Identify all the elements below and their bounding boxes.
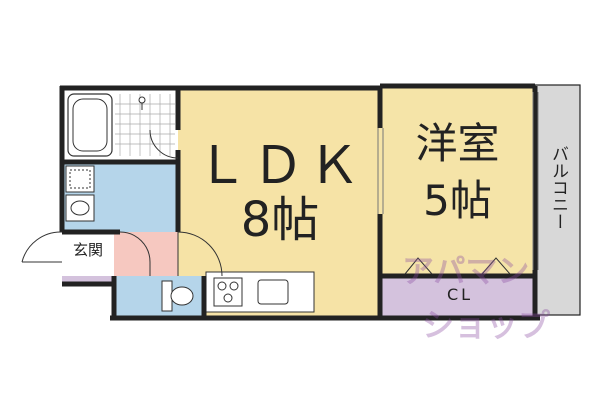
bath-door bbox=[149, 129, 179, 159]
entrance-step bbox=[62, 276, 114, 286]
western-room-size: 5帖 bbox=[423, 176, 492, 225]
closet-floor bbox=[380, 276, 535, 316]
washing-machine-icon bbox=[65, 165, 95, 193]
closet-doors bbox=[404, 257, 511, 275]
entrance-label: 玄関 bbox=[72, 241, 103, 259]
ldk-door bbox=[177, 231, 223, 277]
stove-icon bbox=[213, 277, 243, 307]
bathtub-icon bbox=[67, 93, 113, 157]
entrance-door bbox=[21, 231, 63, 263]
toilet-icon bbox=[161, 280, 194, 312]
sink-icon bbox=[65, 194, 95, 222]
toilet-door bbox=[119, 231, 151, 276]
hall-floor bbox=[114, 232, 178, 276]
window-sash bbox=[532, 92, 539, 270]
closet-label: CL bbox=[446, 285, 474, 304]
balcony-area bbox=[534, 84, 581, 316]
western-room-name: 洋室 bbox=[415, 119, 500, 168]
shower-icon bbox=[138, 96, 146, 110]
western-room-floor bbox=[380, 88, 535, 276]
ldk-size: 8帖 bbox=[240, 192, 320, 248]
walls bbox=[59, 83, 540, 321]
ldk-name: ＬＤＫ bbox=[195, 136, 364, 196]
kitchen-sink-icon bbox=[257, 279, 289, 305]
balcony-label: バルコニー bbox=[548, 145, 568, 230]
sliding-door bbox=[377, 128, 384, 214]
bath-tile-grid bbox=[115, 94, 175, 156]
entrance-floor bbox=[62, 232, 114, 284]
